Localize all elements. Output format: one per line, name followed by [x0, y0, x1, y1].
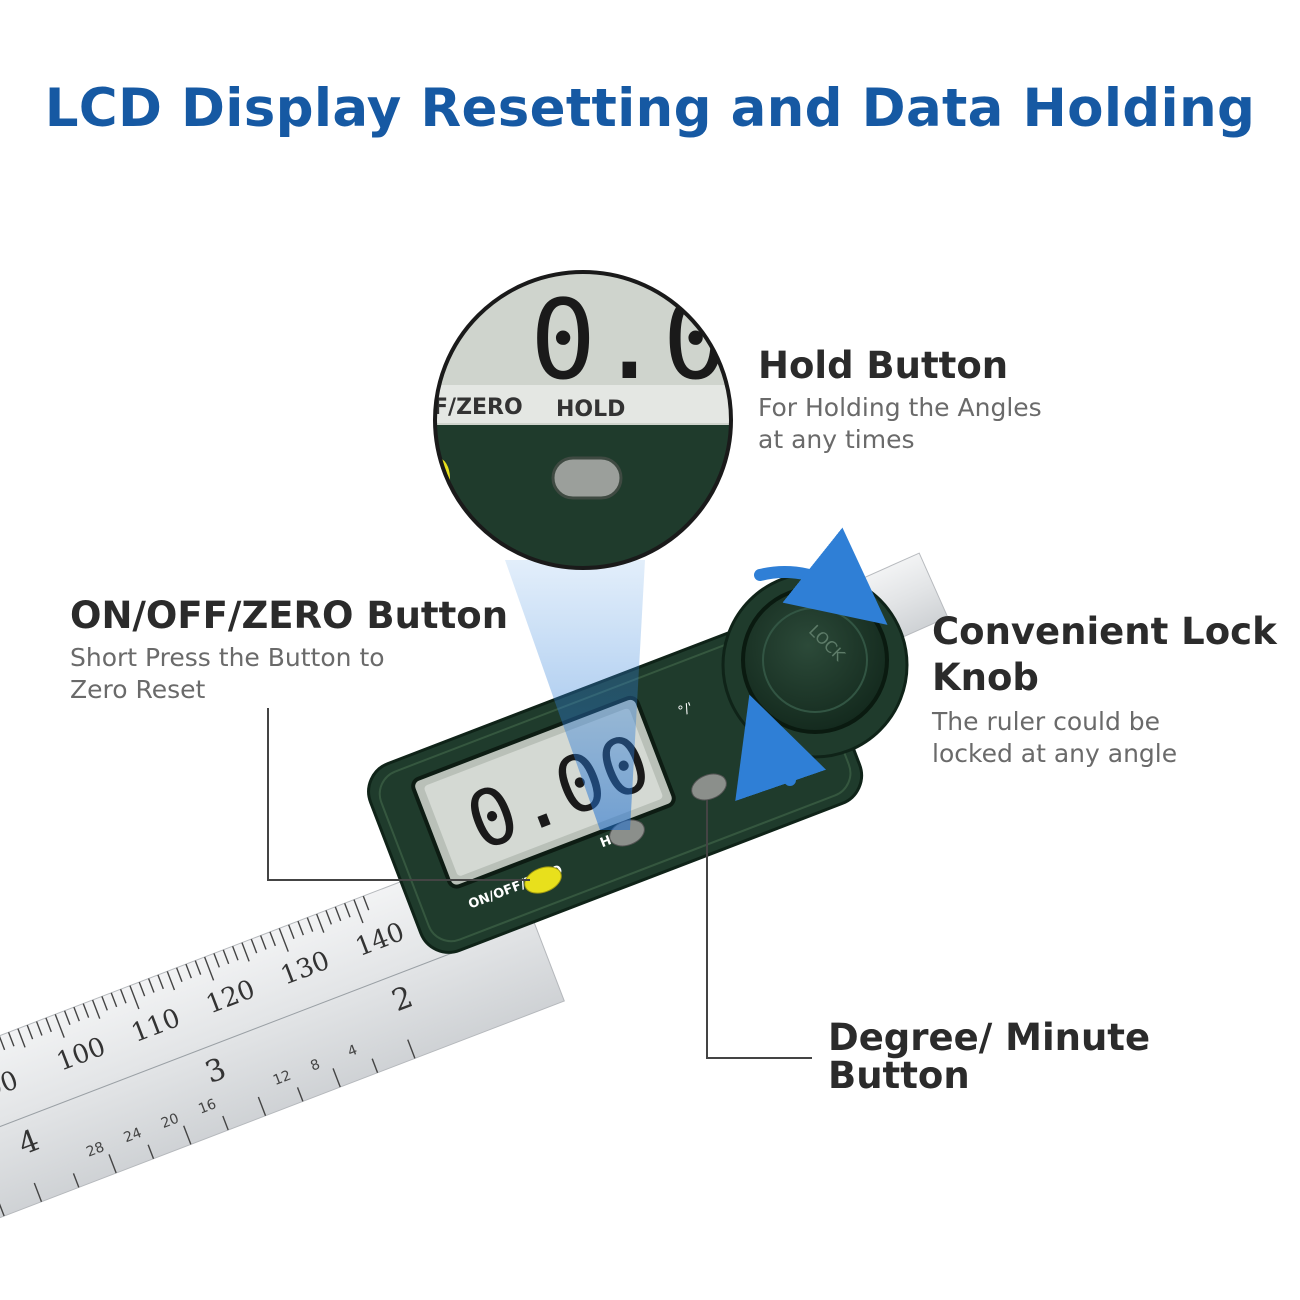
degree-leader-line	[706, 800, 812, 1059]
page-title: LCD Display Resetting and Data Holding	[44, 78, 1256, 139]
degree-button-heading-1: Degree/ Minute	[828, 1016, 1151, 1059]
onoff-leader-line	[267, 708, 530, 881]
lock-knob-heading-1: Convenient Lock	[932, 610, 1277, 653]
hold-button-desc-1: For Holding the Angles	[758, 393, 1042, 422]
lock-knob[interactable]	[741, 586, 889, 734]
ruler-small-24: 24	[122, 1125, 144, 1146]
ruler-small-16: 16	[196, 1096, 218, 1117]
lock-knob-desc-1: The ruler could be	[932, 707, 1161, 736]
zoom-hold-label: HOLD	[556, 397, 625, 422]
hold-button-heading: Hold Button	[758, 344, 1009, 387]
zoom-beam	[505, 560, 645, 830]
hold-button-desc-2: at any times	[758, 425, 915, 454]
rotate-arrow-top-icon	[754, 527, 888, 625]
zoom-onoff-label: F/ZERO	[433, 395, 523, 420]
ruler-small-20: 20	[159, 1111, 181, 1132]
lower-ruler-arm: 90 100 110 120 130 140 4 3 2 28 24 20 16…	[0, 841, 565, 1239]
onoff-button-heading: ON/OFF/ZERO Button	[70, 594, 509, 637]
zoom-lcd-reading: 0.0	[530, 276, 729, 404]
degree-label: °/'	[676, 700, 695, 719]
degree-minute-button[interactable]	[688, 769, 730, 804]
degree-button-heading-2: Button	[828, 1054, 970, 1097]
lock-knob-heading-2: Knob	[932, 656, 1039, 699]
zoom-hold-button	[551, 456, 623, 500]
ruler-small-12: 12	[271, 1068, 293, 1089]
lock-knob-desc-2: locked at any angle	[932, 739, 1178, 768]
zoom-inset: 0.0 F/ZERO HOLD	[433, 270, 733, 570]
ruler-small-28: 28	[84, 1139, 106, 1160]
onoff-button-desc-1: Short Press the Button to	[70, 643, 385, 672]
rotate-arrow-bottom-icon	[735, 694, 827, 802]
onoff-zero-button[interactable]	[521, 862, 565, 898]
onoff-button-desc-2: Zero Reset	[70, 675, 206, 704]
